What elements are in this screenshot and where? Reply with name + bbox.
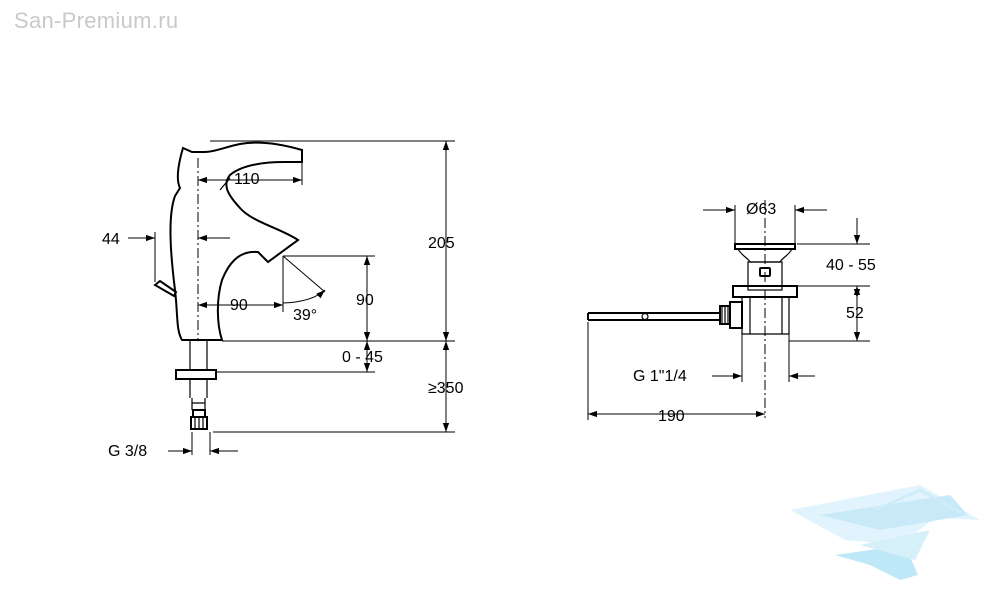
- drain-flange: [734, 243, 796, 250]
- drain-drawing: [587, 200, 870, 420]
- dim-drain-thread: G 1"1/4: [633, 368, 687, 385]
- faucet-spout-outlet: [267, 243, 293, 263]
- dim-lever-offset: 44: [102, 231, 120, 248]
- dim-drain-height: 52: [846, 305, 864, 322]
- faucet-lever: [153, 279, 178, 298]
- drain-collar: [732, 285, 798, 298]
- dim-spout-height: 90: [356, 292, 374, 309]
- faucet-stem: [189, 379, 208, 398]
- drain-rod: [587, 312, 720, 321]
- watermark: San-Premium.ru: [14, 8, 179, 33]
- dim-hose-length: ≥350: [428, 380, 464, 397]
- dim-rod-length: 190: [658, 408, 685, 425]
- dim-outlet-offset: 90: [230, 297, 248, 314]
- dim-height-total: 205: [428, 235, 455, 252]
- dim-drain-diameter: Ø63: [746, 201, 776, 218]
- boat-logo-icon: [790, 485, 980, 580]
- dim-deck-thickness: 0 - 45: [342, 349, 383, 366]
- faucet-drawing: [128, 140, 455, 455]
- dim-faucet-thread: G 3/8: [108, 443, 147, 460]
- faucet-shank: [189, 340, 208, 370]
- dim-spout-reach: 110: [234, 171, 260, 188]
- faucet-nut: [175, 369, 217, 380]
- dim-angle: 39°: [293, 307, 317, 324]
- dim-drain-top-range: 40 - 55: [826, 257, 876, 274]
